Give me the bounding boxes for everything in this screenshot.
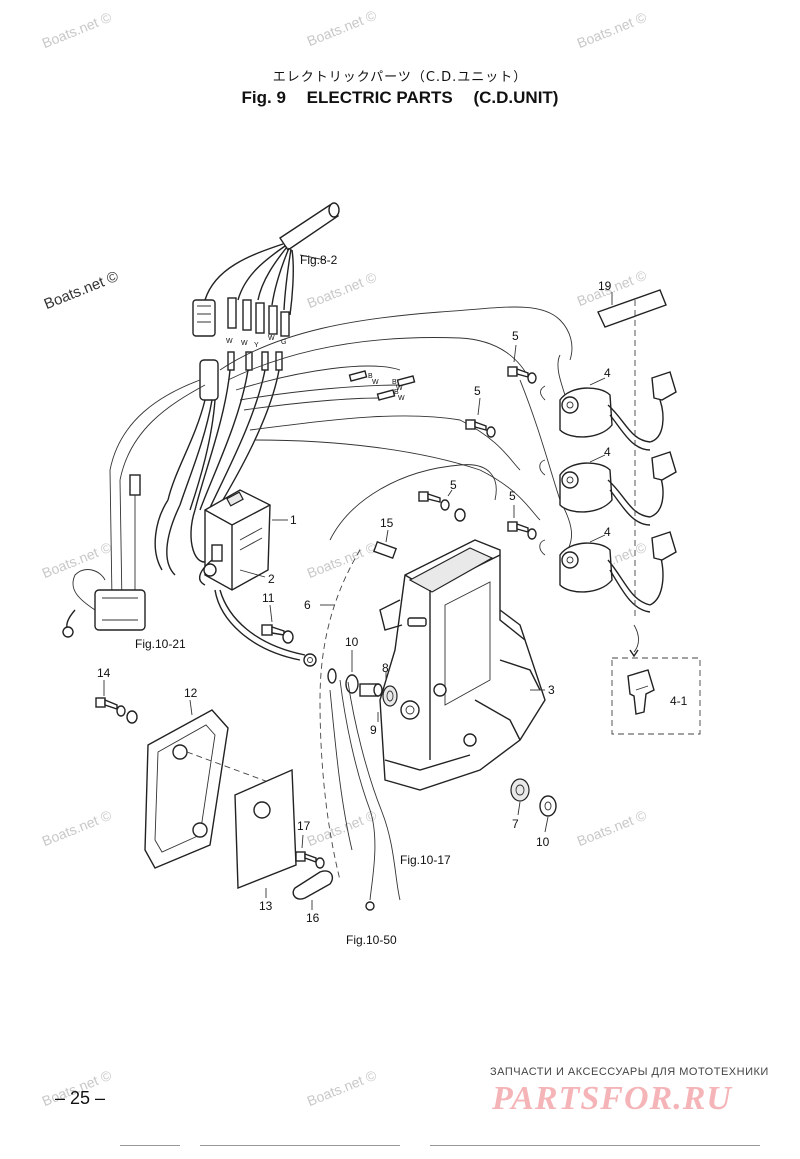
cdi-unit xyxy=(198,489,271,591)
ref-fig-10-21: Fig.10-21 xyxy=(135,637,186,651)
ignition-coil-upper xyxy=(540,354,677,451)
bolt-11 xyxy=(261,624,294,644)
figure-title: ELECTRIC PARTS xyxy=(306,88,453,107)
cdi-cover xyxy=(144,709,291,869)
wire-code: W xyxy=(398,395,405,402)
wire-code: W xyxy=(268,335,275,342)
cdi-bracket xyxy=(379,539,546,791)
lower-wires xyxy=(319,464,497,911)
callout-8: 8 xyxy=(382,661,389,675)
ground-wire xyxy=(214,589,317,667)
page-title: Fig. 9 ELECTRIC PARTS (C.D.UNIT) xyxy=(0,88,800,108)
wire-code: B xyxy=(368,373,373,380)
callout-5-b: 5 xyxy=(474,384,481,398)
grommet-7 xyxy=(510,778,557,817)
wire-code: B xyxy=(394,389,399,396)
callout-7: 7 xyxy=(512,817,519,831)
wire-code: W xyxy=(226,338,233,345)
callout-4-c: 4 xyxy=(604,525,611,539)
callout-10-lower: 10 xyxy=(536,835,550,849)
callout-5-d: 5 xyxy=(509,489,516,503)
page-number: – 25 – xyxy=(55,1088,106,1108)
callout-17: 17 xyxy=(297,819,311,833)
ref-fig-10-50: Fig.10-50 xyxy=(346,933,397,947)
callout-4-a: 4 xyxy=(604,366,611,380)
bottom-rule xyxy=(200,1145,400,1146)
callout-3: 3 xyxy=(548,683,555,697)
callout-2: 2 xyxy=(268,572,275,586)
bolt-14 xyxy=(95,697,138,724)
callout-4-b: 4 xyxy=(604,445,611,459)
callout-16: 16 xyxy=(306,911,320,925)
bottom-rule xyxy=(120,1145,180,1146)
coil-bolts xyxy=(418,366,537,540)
shop-caption: ЗАПЧАСТИ И АКСЕССУАРЫ ДЛЯ МОТОТЕХНИКИ xyxy=(490,1066,769,1078)
signal-wires: B W B W B W xyxy=(219,306,573,561)
plug-cap-inset xyxy=(611,624,701,735)
callout-5-c: 5 xyxy=(450,478,457,492)
wire-code: B xyxy=(392,379,397,386)
shop-logo: PARTSFOR.RU xyxy=(492,1080,732,1117)
callout-5-a: 5 xyxy=(512,329,519,343)
figure-subtitle: (C.D.UNIT) xyxy=(473,88,559,107)
wire-harness-top: W W Y W G xyxy=(192,202,340,371)
ref-fig-8-2: Fig.8-2 xyxy=(300,253,338,267)
ref-fig-10-17: Fig.10-17 xyxy=(400,853,451,867)
figure-number: Fig. 9 xyxy=(241,88,286,107)
wire-code: W xyxy=(241,340,248,347)
callout-11: 11 xyxy=(262,591,275,605)
callout-12: 12 xyxy=(184,686,198,700)
wire-harness-main xyxy=(62,359,280,638)
callout-10: 10 xyxy=(345,635,359,649)
ignition-coil-middle xyxy=(539,451,677,526)
callout-19: 19 xyxy=(598,279,612,293)
clip-15 xyxy=(372,540,398,560)
callout-4-1: 4-1 xyxy=(670,694,688,708)
clamp-16 xyxy=(292,870,334,900)
callout-15: 15 xyxy=(380,516,394,530)
caution-label-19 xyxy=(597,289,667,620)
callout-14: 14 xyxy=(97,666,111,680)
bolt-17 xyxy=(295,851,325,869)
callout-1: 1 xyxy=(290,513,297,527)
callout-13: 13 xyxy=(259,899,273,913)
callout-9: 9 xyxy=(370,723,377,737)
title-japanese: エレクトリックパーツ（C.D.ユニット） xyxy=(272,70,528,85)
wire-code: W xyxy=(372,379,379,386)
bottom-rule xyxy=(430,1145,760,1146)
callout-6: 6 xyxy=(304,598,311,612)
wire-code: Y xyxy=(254,342,259,349)
wire-code: G xyxy=(281,339,286,346)
wire-code: W xyxy=(396,385,403,392)
ignition-coil-lower xyxy=(539,531,677,613)
insulator-plate-13 xyxy=(234,768,297,890)
